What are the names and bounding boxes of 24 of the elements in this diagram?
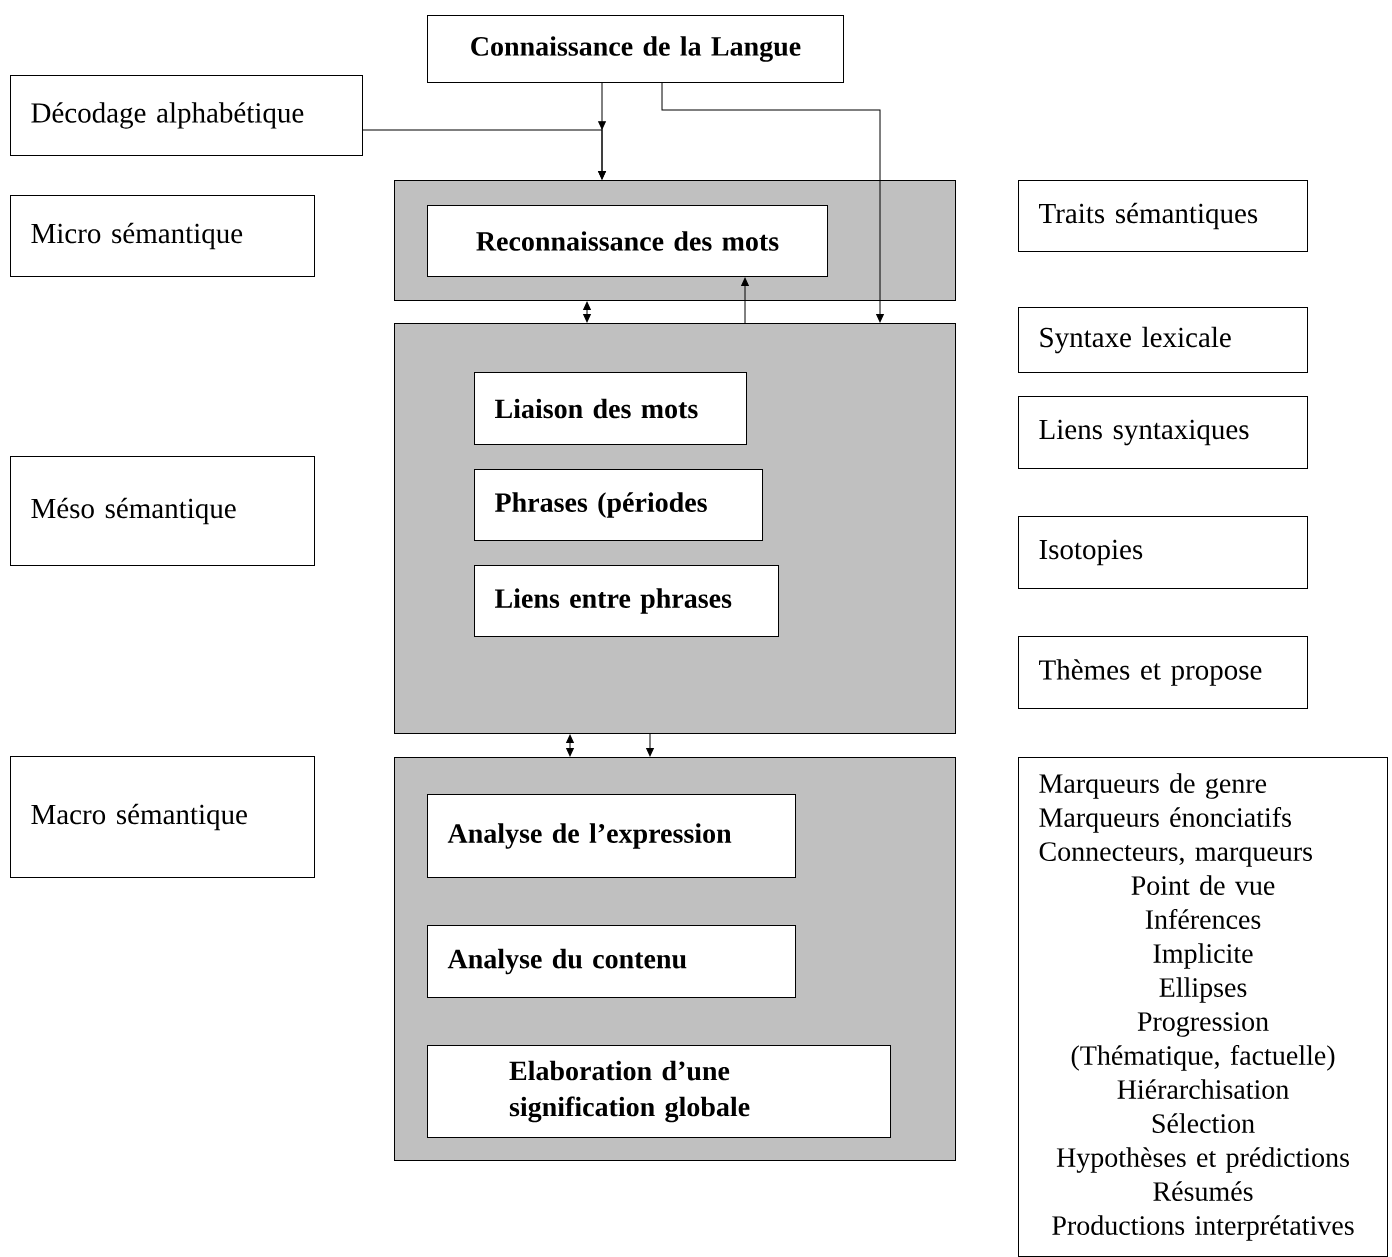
process-box: Phrases (périodes <box>474 469 763 541</box>
label-box: Méso sémantique <box>10 456 315 566</box>
label-box: Liens syntaxiques <box>1018 396 1308 469</box>
arrow <box>566 734 574 757</box>
process-box: Liaison des mots <box>474 372 747 445</box>
label-box: Macro sémantique <box>10 756 315 878</box>
label-box: Micro sémantique <box>10 195 315 277</box>
arrow <box>661 82 884 323</box>
arrow <box>741 277 749 324</box>
arrow <box>646 733 654 757</box>
process-box: Liens entre phrases <box>474 565 779 637</box>
label-box: Thèmes et propose <box>1018 636 1308 709</box>
process-box: Analyse du contenu <box>427 925 796 998</box>
arrow <box>362 121 606 180</box>
process-box: Analyse de l’expression <box>427 794 796 878</box>
label-box: Décodage alphabétique <box>10 75 363 156</box>
label-box: Isotopies <box>1018 516 1308 589</box>
process-box: Connaissance de la Langue <box>427 15 844 83</box>
arrow <box>583 301 591 323</box>
process-box: Elaboration d’une signification globale <box>427 1045 891 1138</box>
list-box: Marqueurs de genre Marqueurs énonciatifs Connecteurs, marqueurs Point de vue Inférences Implicite Ellipses Progression (Thématique, factuelle) Hiérarchisation Sélection Hypothèses et prédictions Résumés Productions interprétatives <box>1018 757 1388 1257</box>
label-box: Traits sémantiques <box>1018 180 1308 252</box>
process-box: Reconnaissance des mots <box>427 205 828 277</box>
label-box: Syntaxe lexicale <box>1018 307 1308 373</box>
